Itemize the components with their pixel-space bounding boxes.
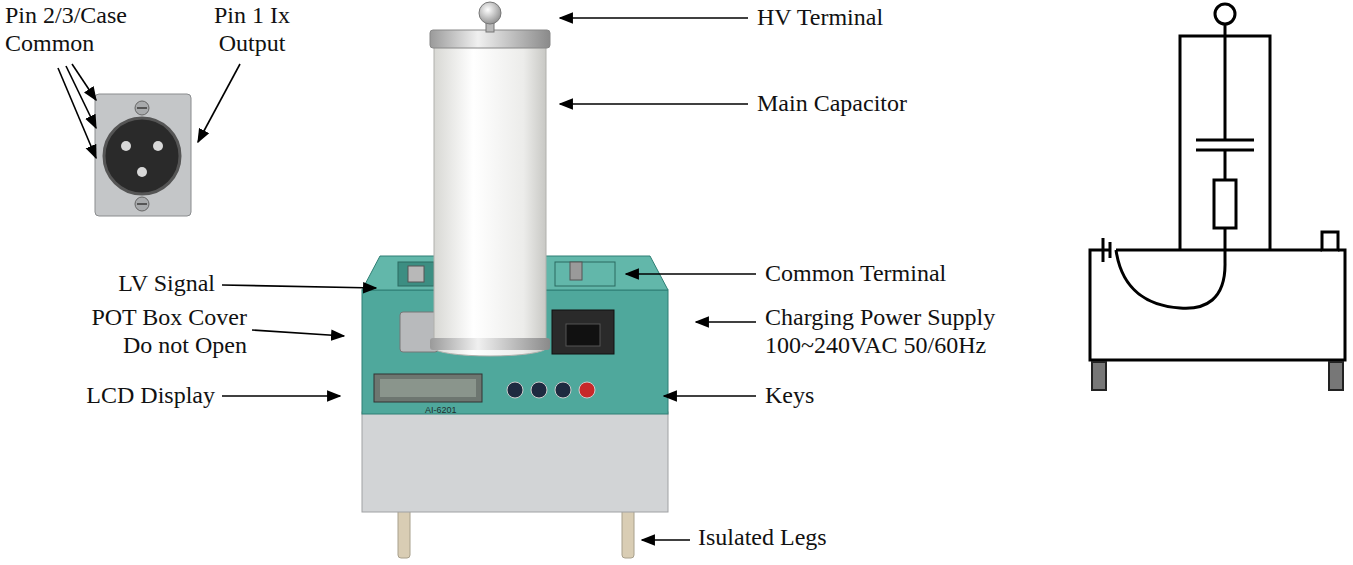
device-photo bbox=[362, 2, 668, 558]
part-label: HV Terminal bbox=[757, 4, 1017, 32]
part-label: Common Terminal bbox=[765, 260, 1025, 288]
signal-label: LV Signal bbox=[15, 270, 215, 298]
leg bbox=[1092, 362, 1106, 390]
pin-label: Pin 1 Ix Output bbox=[196, 2, 308, 57]
warning-label: POT Box Cover Do not Open bbox=[72, 304, 247, 359]
model-text: AI-6201 bbox=[425, 405, 525, 415]
part-label: Isulated Legs bbox=[698, 524, 938, 552]
leg bbox=[1329, 362, 1343, 390]
pin-label: Pin 2/3/Case Common bbox=[5, 2, 155, 57]
xlr-connector bbox=[95, 94, 191, 216]
part-label: Main Capacitor bbox=[757, 90, 1017, 118]
part-label: LCD Display bbox=[15, 382, 215, 410]
part-label: Charging Power Supply 100~240VAC 50/60Hz bbox=[765, 304, 1027, 359]
part-label: Keys bbox=[765, 382, 965, 410]
schematic bbox=[1090, 4, 1345, 360]
